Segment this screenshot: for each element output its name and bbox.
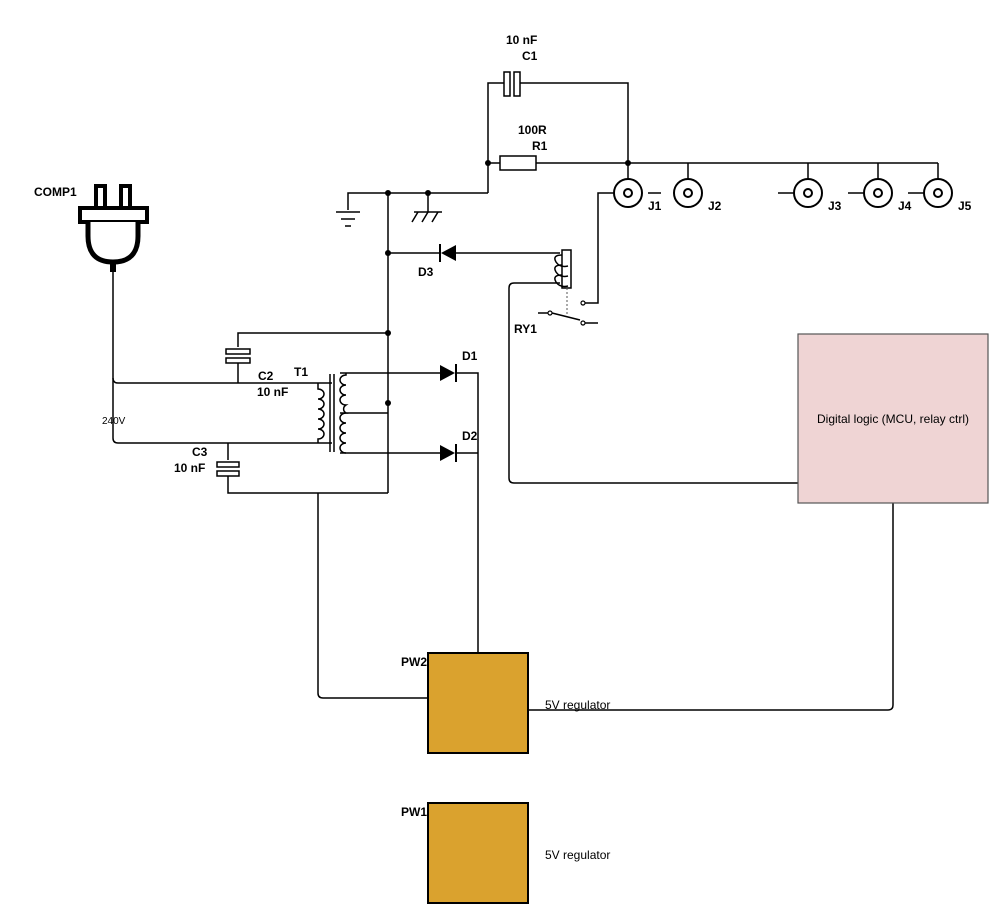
wires — [112, 82, 939, 711]
regulator-pw1: PW1 5V regulator — [401, 802, 610, 904]
regulator-pw2: PW2 5V regulator — [401, 652, 610, 754]
wire-c3-low — [227, 476, 388, 494]
ry1-ref: RY1 — [514, 322, 537, 336]
diode-d2: D2 — [440, 429, 478, 462]
capacitor-c1: 10 nF C1 — [503, 33, 538, 97]
r1-value: 100R — [518, 123, 547, 137]
pw1-ref: PW1 — [401, 805, 427, 819]
junctions — [385, 160, 631, 406]
pw2-label: 5V regulator — [545, 698, 610, 712]
mains-voltage-label: 240V — [102, 416, 126, 427]
wire-mains-neutral — [112, 378, 332, 444]
pw2-ref: PW2 — [401, 655, 427, 669]
plug-comp1: COMP1 — [34, 184, 149, 272]
wire-d1-out — [456, 372, 479, 653]
pw1-label: 5V regulator — [545, 848, 610, 862]
r1-ref: R1 — [532, 139, 548, 153]
jack-j3: J3 — [793, 178, 842, 213]
wire-ground-top — [347, 192, 488, 210]
pw2-box — [427, 652, 529, 754]
relay-ry1: RY1 — [514, 249, 598, 336]
plug-ref: COMP1 — [34, 185, 77, 199]
wire-c2-high — [237, 332, 388, 347]
wire-relay-logic — [508, 282, 798, 484]
junction-dot — [625, 160, 631, 166]
j3-ref: J3 — [828, 199, 842, 213]
jack-j4: J4 — [863, 178, 912, 213]
earth-ground-icon — [336, 211, 360, 227]
wire-r1-left — [487, 162, 500, 193]
c2-value: 10 nF — [257, 385, 288, 399]
j2-ref: J2 — [708, 199, 722, 213]
digital-logic-block: Digital logic (MCU, relay ctrl) — [797, 333, 989, 504]
logic-box — [797, 333, 989, 504]
logic-label: Digital logic (MCU, relay ctrl) — [817, 412, 969, 426]
c3-value: 10 nF — [174, 461, 205, 475]
d3-ref: D3 — [418, 265, 434, 279]
jack-j1: J1 — [613, 178, 662, 213]
pw1-box — [427, 802, 529, 904]
capacitor-c3: C3 10 nF — [174, 445, 240, 477]
capacitor-c2: C2 10 nF — [225, 348, 288, 399]
jack-j5: J5 — [923, 178, 972, 213]
diode-d3: D3 — [418, 244, 456, 279]
c1-ref: C1 — [522, 49, 538, 63]
resistor-r1: 100R R1 — [499, 123, 548, 171]
jack-j2: J2 — [673, 178, 722, 213]
c2-ref: C2 — [258, 369, 274, 383]
d1-ref: D1 — [462, 349, 478, 363]
transformer-t1: T1 — [294, 365, 349, 454]
junction-dot — [485, 160, 491, 166]
c3-ref: C3 — [192, 445, 208, 459]
diode-d1: D1 — [440, 349, 478, 382]
wire-c1-left — [487, 82, 504, 163]
junction-dot — [385, 400, 391, 406]
wire-c1-right — [520, 82, 629, 163]
junction-dot — [385, 250, 391, 256]
c1-value: 10 nF — [506, 33, 537, 47]
chassis-ground-icon — [411, 211, 442, 223]
wire-pw2-gnd — [317, 493, 428, 699]
j1-ref: J1 — [648, 199, 662, 213]
j4-ref: J4 — [898, 199, 912, 213]
wire-pw2-logic — [528, 503, 894, 711]
d2-ref: D2 — [462, 429, 478, 443]
j5-ref: J5 — [958, 199, 972, 213]
junction-dot — [385, 330, 391, 336]
junction-dot — [425, 190, 431, 196]
wire-relay-j1 — [583, 192, 614, 304]
t1-ref: T1 — [294, 365, 308, 379]
junction-dot — [385, 190, 391, 196]
